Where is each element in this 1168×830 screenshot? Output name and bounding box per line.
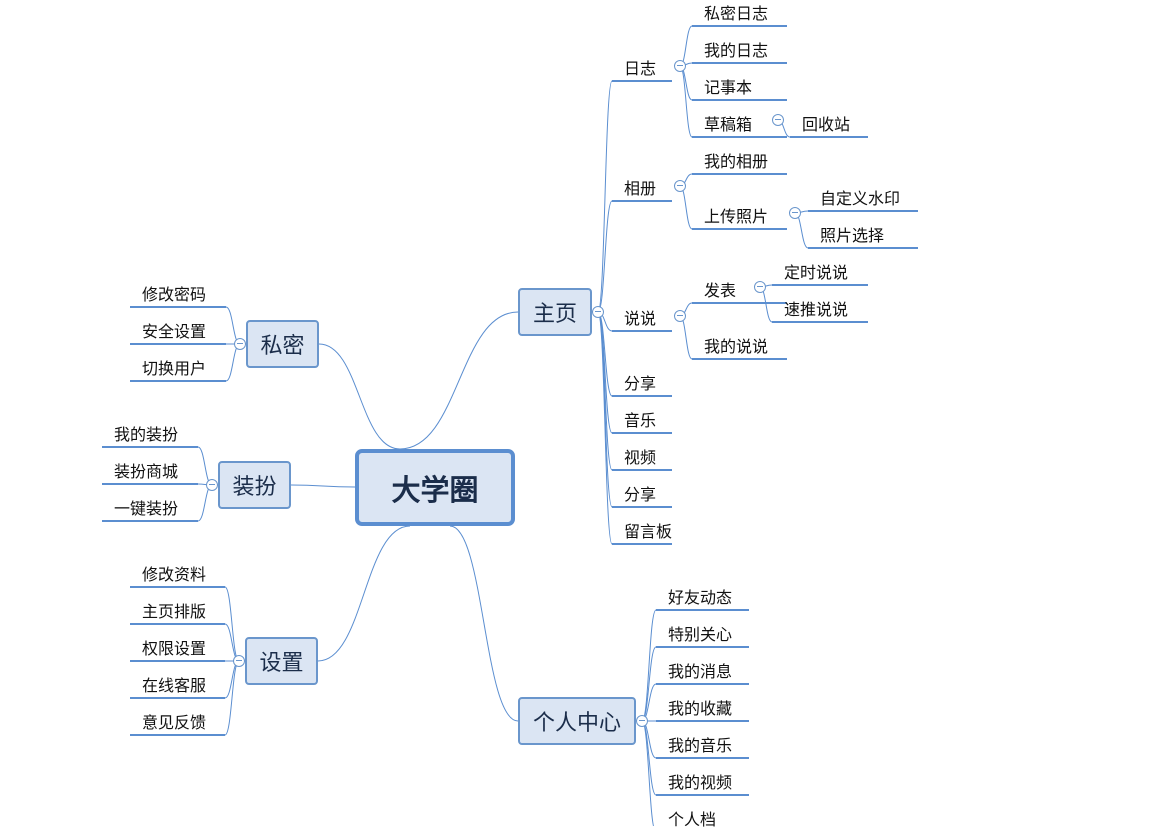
home-connector (597, 311, 613, 508)
branch-dressup[interactable]: 装扮 (218, 461, 291, 509)
settings-item[interactable]: 意见反馈 (142, 713, 207, 732)
personal-item[interactable]: 我的消息 (668, 662, 733, 681)
upload-item[interactable]: 自定义水印 (820, 189, 901, 208)
root-to-privacy (318, 343, 401, 450)
collapse-toggle-icon[interactable] (772, 114, 784, 126)
diary-item[interactable]: 我的日志 (704, 41, 769, 60)
talk-connector (679, 315, 693, 360)
home-connector (597, 80, 613, 313)
collapse-toggle-icon[interactable] (754, 281, 766, 293)
talk-item[interactable]: 发表 (704, 281, 737, 300)
settings-item[interactable]: 修改资料 (142, 565, 207, 584)
home-item[interactable]: 说说 (624, 309, 657, 328)
album-item[interactable]: 我的相册 (704, 152, 769, 171)
home-item[interactable]: 分享 (624, 374, 657, 393)
dressup-item[interactable]: 一键装扮 (114, 499, 179, 518)
album-connector (679, 185, 693, 230)
talk-item[interactable]: 我的说说 (704, 337, 769, 356)
diary-connector (679, 65, 693, 138)
drafts-item[interactable]: 回收站 (802, 115, 851, 134)
branch-personal-center[interactable]: 个人中心 (518, 697, 636, 745)
root-to-dressup (290, 484, 356, 488)
privacy-item[interactable]: 切换用户 (142, 359, 207, 378)
root-node[interactable]: 大学圈 (355, 449, 515, 526)
album-item[interactable]: 上传照片 (704, 207, 769, 226)
diary-item[interactable]: 草稿箱 (704, 115, 753, 134)
home-item[interactable]: 视频 (624, 448, 657, 467)
root-to-settings (317, 525, 411, 662)
branch-home[interactable]: 主页 (518, 288, 592, 336)
settings-connector (224, 660, 240, 736)
dressup-item[interactable]: 装扮商城 (114, 462, 179, 481)
home-item[interactable]: 留言板 (624, 522, 673, 541)
root-to-home (399, 311, 519, 450)
diary-item[interactable]: 私密日志 (704, 4, 769, 23)
home-item[interactable]: 音乐 (624, 411, 657, 430)
personal-item[interactable]: 我的收藏 (668, 699, 733, 718)
publish-item[interactable]: 定时说说 (784, 263, 849, 282)
branch-privacy[interactable]: 私密 (246, 320, 319, 368)
settings-item[interactable]: 在线客服 (142, 676, 207, 695)
branch-settings[interactable]: 设置 (245, 637, 318, 685)
collapse-toggle-icon[interactable] (233, 655, 245, 667)
home-item[interactable]: 日志 (624, 59, 657, 78)
dressup-item[interactable]: 我的装扮 (114, 425, 179, 444)
home-item[interactable]: 分享 (624, 485, 657, 504)
collapse-toggle-icon[interactable] (636, 715, 648, 727)
personal-connector (641, 720, 655, 826)
collapse-toggle-icon[interactable] (789, 207, 801, 219)
privacy-item[interactable]: 修改密码 (142, 285, 207, 304)
collapse-toggle-icon[interactable] (674, 60, 686, 72)
personal-item[interactable]: 好友动态 (668, 588, 733, 607)
upload-item[interactable]: 照片选择 (820, 226, 885, 245)
home-connector (597, 311, 613, 545)
collapse-toggle-icon[interactable] (206, 479, 218, 491)
collapse-toggle-icon[interactable] (234, 338, 246, 350)
privacy-item[interactable]: 安全设置 (142, 322, 207, 341)
publish-item[interactable]: 速推说说 (784, 300, 849, 319)
collapse-toggle-icon[interactable] (674, 180, 686, 192)
personal-item[interactable]: 特别关心 (668, 625, 733, 644)
settings-connector (224, 586, 240, 662)
root-to-personal (449, 525, 519, 722)
collapse-toggle-icon[interactable] (674, 310, 686, 322)
settings-item[interactable]: 主页排版 (142, 602, 207, 621)
personal-item[interactable]: 我的音乐 (668, 736, 733, 755)
diary-item[interactable]: 记事本 (704, 78, 753, 97)
home-item[interactable]: 相册 (624, 179, 657, 198)
personal-item[interactable]: 个人档 (668, 810, 717, 829)
collapse-toggle-icon[interactable] (592, 306, 604, 318)
home-connector (597, 200, 613, 313)
settings-item[interactable]: 权限设置 (142, 639, 207, 658)
personal-item[interactable]: 我的视频 (668, 773, 733, 792)
